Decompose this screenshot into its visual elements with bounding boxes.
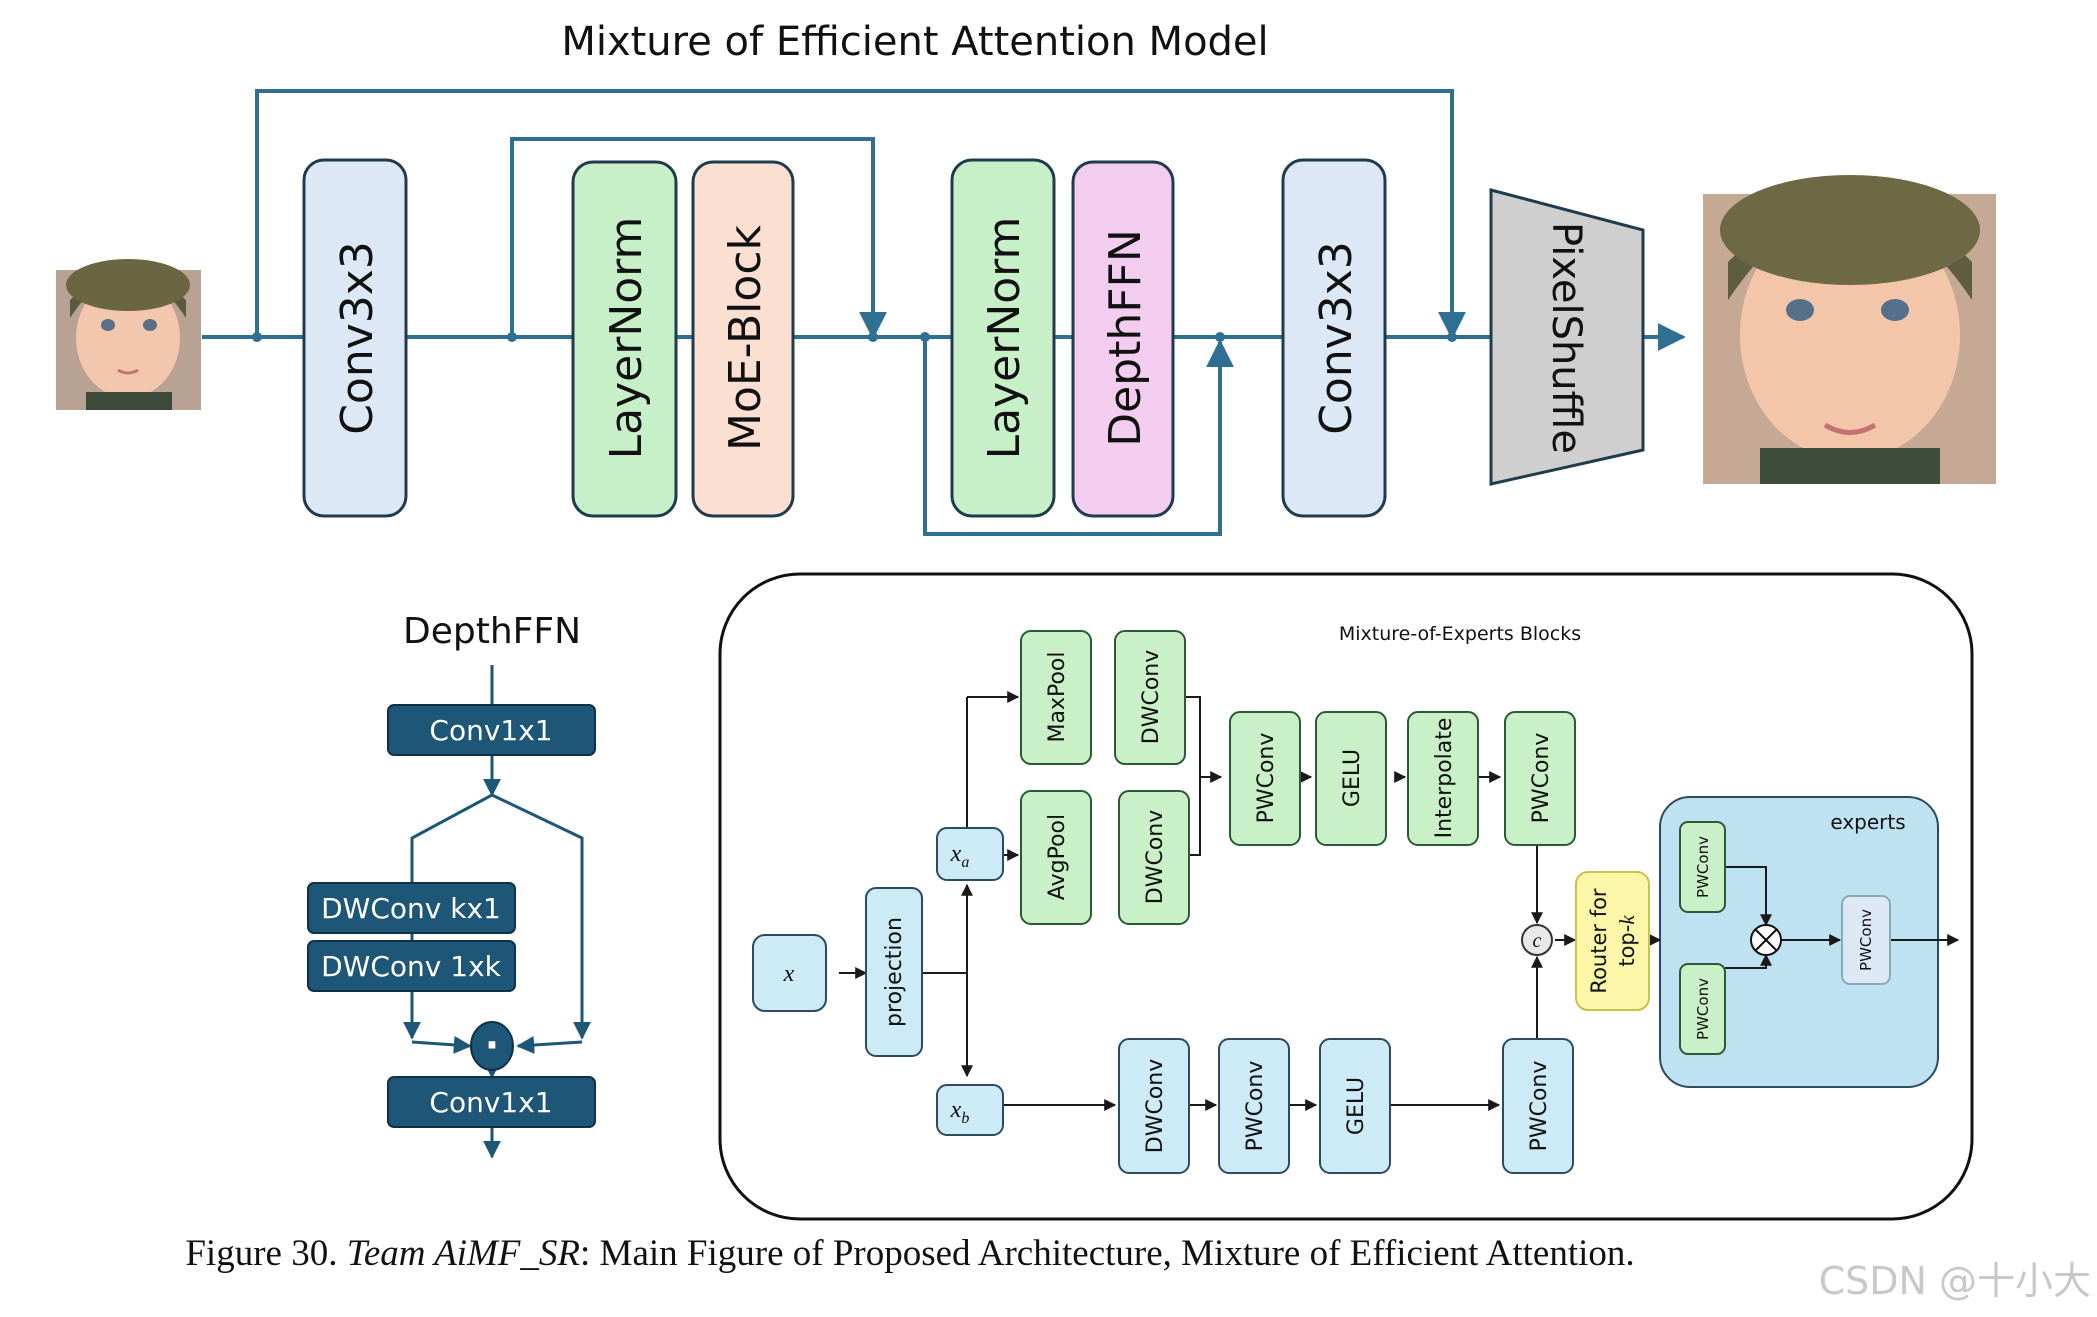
- moe-input-x: x: [752, 934, 827, 1012]
- moe-interpolate: Interpolate: [1407, 711, 1479, 846]
- moe-gelu-1-label: GELU: [1340, 749, 1365, 807]
- depthffn-dwconv-kx1: DWConv kx1: [307, 882, 516, 934]
- conv3x3-label-2: Conv3x3: [1311, 241, 1362, 435]
- depthffn-conv1x1-bottom: Conv1x1: [387, 1076, 596, 1128]
- baby-face-output-image: [1703, 175, 1996, 484]
- moe-avgpool-label: AvgPool: [1045, 814, 1070, 900]
- conv3x3-label-1: Conv3x3: [332, 241, 383, 435]
- moe-gelu-2: GELU: [1319, 1038, 1391, 1174]
- moe-expert-1-label: PWConv: [1694, 836, 1712, 898]
- moe-xb: xb: [936, 1084, 1004, 1136]
- moe-xb-label: x: [950, 1097, 962, 1123]
- moe-gelu-2-label: GELU: [1344, 1077, 1369, 1135]
- svg-text:xa: xa: [950, 841, 970, 871]
- moe-dwconv-3-label: DWConv: [1143, 1059, 1168, 1153]
- moe-pwconv-2: PWConv: [1504, 711, 1576, 846]
- moe-dwconv-2: DWConv: [1118, 790, 1190, 925]
- moe-xa-label: x: [950, 841, 962, 867]
- baby-face-input-image: [56, 259, 201, 410]
- depthffn-dwconv-1xk: DWConv 1xk: [307, 940, 516, 992]
- pixelshuffle-block: PixelShuffle: [1489, 188, 1645, 486]
- depthffn-conv1x1-top: Conv1x1: [387, 704, 596, 756]
- depthffn-multiply-symbol: ·: [485, 1023, 499, 1067]
- moe-dwconv-3: DWConv: [1118, 1038, 1190, 1174]
- caption-rest: : Main Figure of Proposed Architecture, …: [580, 1233, 1635, 1274]
- moe-router-label-line1: Router for: [1587, 888, 1611, 994]
- moe-router-label-line2: top-: [1615, 925, 1639, 967]
- depthffn-title: DepthFFN: [403, 611, 581, 652]
- moe-expert-output: PWConv: [1841, 895, 1891, 985]
- layernorm-block-1: LayerNorm: [571, 160, 678, 518]
- moe-pwconv-4-label: PWConv: [1527, 1061, 1552, 1152]
- moe-dwconv-1: DWConv: [1114, 630, 1186, 765]
- moe-concat-symbol: c: [1533, 930, 1542, 952]
- moe-xa: xa: [936, 827, 1004, 881]
- conv3x3-block-1: Conv3x3: [302, 158, 408, 518]
- moe-connections: [839, 691, 1960, 1111]
- depthffn-conv1x1-top-label: Conv1x1: [429, 714, 552, 747]
- moe-expert-output-label: PWConv: [1857, 909, 1875, 971]
- moe-experts-multiply: [1750, 924, 1782, 956]
- main-pipeline-connections: [202, 89, 1686, 536]
- moe-projection-label: projection: [882, 917, 907, 1027]
- moe-xa-subscript: a: [961, 854, 969, 871]
- diagram-title: Mixture of Efficient Attention Model: [561, 19, 1268, 65]
- moe-dwconv-2-label: DWConv: [1143, 810, 1168, 904]
- moe-title: Mixture-of-Experts Blocks: [1339, 623, 1581, 645]
- svg-text:xb: xb: [950, 1097, 970, 1127]
- depthffn-block: DepthFFN: [1071, 160, 1175, 518]
- moe-pwconv-3-label: PWConv: [1243, 1061, 1268, 1152]
- moe-pwconv-4: PWConv: [1502, 1038, 1574, 1174]
- moe-expert-1: PWConv: [1679, 821, 1726, 913]
- moe-router: Router for top-k: [1575, 871, 1650, 1011]
- layernorm-block-2: LayerNorm: [950, 158, 1056, 518]
- depthffn-dwconv-kx1-label: DWConv kx1: [321, 892, 501, 925]
- moe-maxpool-label: MaxPool: [1045, 652, 1070, 743]
- figure-caption: Figure 30. Team AiMF_SR: Main Figure of …: [0, 1232, 1820, 1275]
- moe-expert-2-label: PWConv: [1694, 978, 1712, 1040]
- watermark: CSDN @十小大: [1818, 1259, 2091, 1303]
- layernorm-label-2: LayerNorm: [979, 217, 1030, 460]
- caption-prefix: Figure 30.: [185, 1233, 347, 1274]
- moe-concat-node: c: [1521, 924, 1553, 956]
- depthffn-conv1x1-bottom-label: Conv1x1: [429, 1086, 552, 1119]
- moe-pwconv-1: PWConv: [1229, 711, 1301, 846]
- caption-team: Team AiMF_SR: [346, 1233, 581, 1274]
- moe-projection: projection: [865, 887, 923, 1057]
- moe-block-label: MoE-Block: [720, 224, 771, 451]
- experts-label: experts: [1830, 810, 1905, 834]
- moe-interpolate-label: Interpolate: [1432, 718, 1457, 839]
- moe-block: MoE-Block: [691, 160, 795, 518]
- depthffn-block-label: DepthFFN: [1100, 229, 1151, 447]
- moe-dwconv-1-label: DWConv: [1139, 650, 1164, 744]
- layernorm-label-1: LayerNorm: [601, 217, 652, 460]
- moe-pwconv-1-label: PWConv: [1254, 733, 1279, 824]
- pixelshuffle-label: PixelShuffle: [1543, 222, 1589, 454]
- moe-expert-2: PWConv: [1679, 963, 1726, 1055]
- pipeline-junction-dots: [252, 332, 1457, 342]
- moe-xb-subscript: b: [961, 1110, 969, 1127]
- moe-pwconv-2-label: PWConv: [1529, 733, 1554, 824]
- moe-pwconv-3: PWConv: [1218, 1038, 1290, 1174]
- moe-gelu-1: GELU: [1315, 711, 1387, 846]
- moe-maxpool: MaxPool: [1020, 630, 1092, 765]
- depthffn-multiply-node: ·: [470, 1021, 514, 1071]
- depthffn-dwconv-1xk-label: DWConv 1xk: [321, 950, 502, 983]
- moe-router-k: k: [1615, 915, 1639, 925]
- svg-text:top-k: top-k: [1615, 915, 1639, 967]
- conv3x3-block-2: Conv3x3: [1281, 158, 1387, 518]
- moe-avgpool: AvgPool: [1020, 790, 1092, 925]
- moe-input-x-label: x: [783, 961, 795, 987]
